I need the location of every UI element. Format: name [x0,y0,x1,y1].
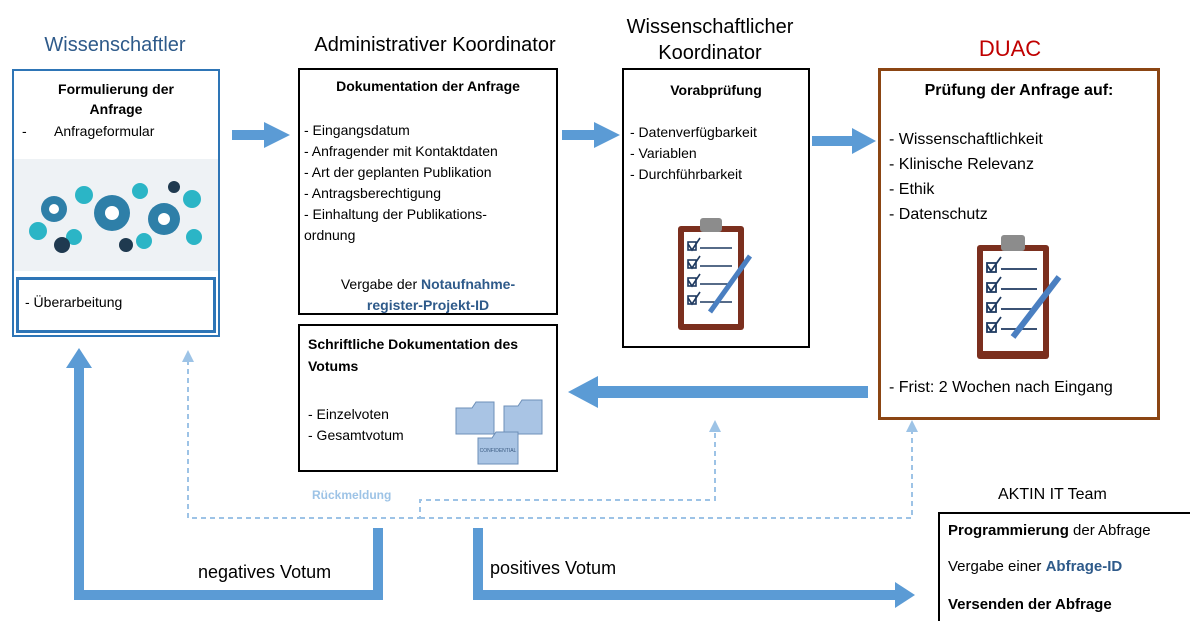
box1-title-line1: Formulierung der [58,81,174,97]
label-negatives-votum: negatives Votum [198,562,332,582]
list-item: - Ethik [889,181,935,198]
it-team-title: AKTIN IT Team [998,486,1107,503]
box-ueberarbeitung: - Überarbeitung [16,277,216,333]
gear-icon-small [29,183,202,249]
box-vorabpruefung: Vorabprüfung - Datenverfügbarkeit - Vari… [622,68,810,348]
arrow-duac-to-box3 [568,376,868,408]
clipboard-icon [977,235,1062,359]
box4-title: Vorabprüfung [670,82,762,98]
box2-item-list: - Eingangsdatum - Anfragender mit Kontak… [304,120,498,246]
folder-icon [455,399,543,465]
box2-vergabe-line2: register-Projekt-ID [366,297,490,313]
list-item: - Klinische Relevanz [889,156,1034,173]
box3-title-line1: Schriftliche Dokumentation des [308,336,519,352]
column-title-wissenschaftler: Wissenschaftler [44,34,186,56]
list-item: - Variablen [630,145,697,161]
box2-vergabe-line1: Vergabe der Notaufnahme- [300,274,556,295]
column-title-admin-koordinator: Administrativer Koordinator [314,34,556,56]
box5-deadline: - Frist: 2 Wochen nach Eingang [889,379,1113,396]
gear-icon-dark [54,181,180,253]
feedback-arrowheads [182,350,918,432]
box-aktin-it-team: Programmierung der Abfrage Vergabe einer… [938,512,1190,621]
feedback-dashed-lines [187,360,913,519]
box1-item-anfrageformular: Anfrageformular [54,123,155,139]
clipboard-icon [678,218,753,330]
ueberarbeitung-label: - Überarbeitung [25,294,123,310]
arrow-positive-vote [473,528,915,608]
list-item: ordnung [304,227,356,243]
box4-item-list: - Datenverfügbarkeit - Variablen - Durch… [630,122,757,185]
it-line2: Vergabe einer Abfrage-ID [948,558,1122,575]
vergabe-bold-1: Notaufnahme- [421,276,516,292]
label-positives-votum: positives Votum [490,558,617,578]
label-rueckmeldung: Rückmeldung [312,488,392,502]
box5-item-list: - Wissenschaftlichkeit - Klinische Relev… [889,127,1043,227]
list-item: - Gesamtvotum [308,427,404,443]
box1-title-line2: Anfrage [89,101,143,117]
it-line2-prefix: Vergabe einer [948,558,1046,575]
folder-icons: CONFIDENTIAL [455,399,543,465]
list-item: - Einhaltung der Publikations- [304,206,487,222]
box5-title: Prüfung der Anfrage auf: [924,82,1114,99]
box-schriftliche-dokumentation: Schriftliche Dokumentation des Votums - … [298,324,558,472]
vergabe-prefix: Vergabe der [340,276,422,292]
it-line3: Versenden der Abfrage [948,596,1112,613]
list-item: - Einzelvoten [308,406,389,422]
box-formulierung-anfrage: Formulierung der Anfrage - Anfrageformul… [12,69,220,337]
list-item: - Datenschutz [889,206,988,223]
box1-item-dash: - [22,123,27,139]
arrow-box4-to-box5 [812,128,876,154]
column-title-wiss-koordinator-line1: Wissenschaftlicher [626,16,794,38]
gears-illustration [14,159,218,271]
column-title-duac: DUAC [978,36,1042,61]
it-line1-bold: Programmierung [948,522,1069,539]
it-line1: Programmierung der Abfrage [948,522,1151,539]
it-line2-bold: Abfrage-ID [1045,558,1123,575]
arrow-box1-to-box2 [232,122,290,148]
box-dokumentation-anfrage: Dokumentation der Anfrage - Eingangsdatu… [298,68,558,315]
list-item: - Anfragender mit Kontaktdaten [304,143,498,159]
box-duac-pruefung: Prüfung der Anfrage auf: - Wissenschaftl… [878,68,1160,420]
box2-title: Dokumentation der Anfrage [336,78,520,94]
column-title-wiss-koordinator-line2: Koordinator [658,42,762,64]
folder-label: CONFIDENTIAL [480,448,517,454]
list-item: - Durchführbarkeit [630,166,743,182]
list-item: - Datenverfügbarkeit [630,124,757,140]
list-item: - Wissenschaftlichkeit [889,131,1043,148]
list-item: - Eingangsdatum [304,122,410,138]
arrow-box2-to-box4 [562,122,620,148]
it-line1-rest: der Abfrage [1068,522,1151,539]
list-item: - Art der geplanten Publikation [304,164,492,180]
arrow-negative-vote [66,348,383,600]
box3-title-line2: Votums [308,358,359,374]
list-item: - Antragsberechtigung [304,185,441,201]
